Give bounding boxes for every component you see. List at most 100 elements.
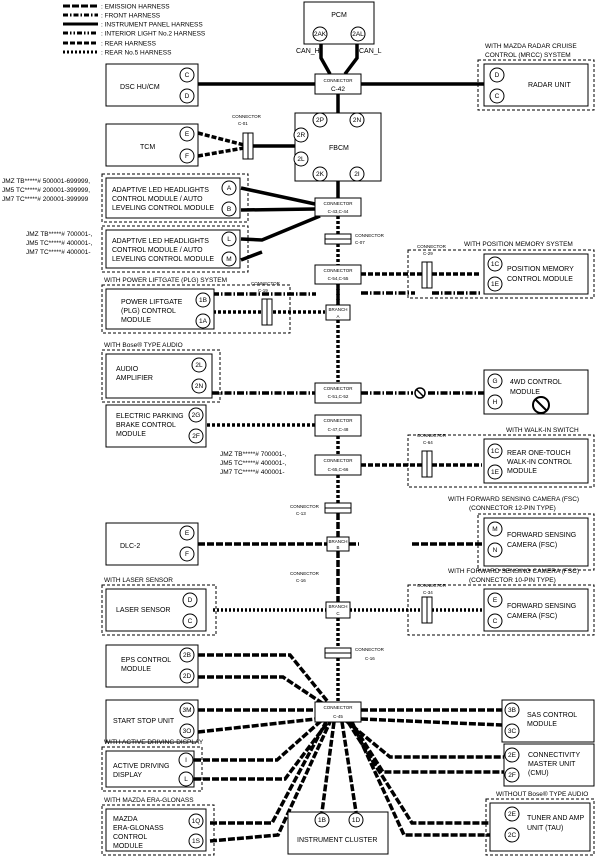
audio-pin-2l: 2L [195, 362, 203, 369]
posmem-l1: POSITION MEMORY [507, 266, 574, 273]
can-h-label: CAN_H [296, 48, 320, 55]
dsc-label: DSC HU/CM [120, 84, 160, 91]
dlc-pin-e: E [185, 530, 190, 537]
epb-pin-2f: 2F [192, 433, 200, 440]
fsc12-l1: FORWARD SENSING [507, 532, 576, 539]
c4748-word: CONNECTOR [324, 418, 354, 423]
walkin-pin-1e: 1E [491, 469, 500, 476]
c4344-label: C-43,C-44 [328, 209, 349, 214]
era-l2: ERA-GLONASS [113, 825, 164, 832]
alh2-l3: LEVELING CONTROL MODULE [112, 256, 214, 263]
alh2-l1: ADAPTIVE LED HEADLIGHTS [112, 238, 209, 245]
wire-cluster [320, 721, 336, 813]
legend-instrument: : INSTRUMENT PANEL HARNESS [101, 22, 203, 29]
plg-pin-1b: 1B [199, 297, 207, 304]
wire-cluster-2 [340, 721, 358, 813]
tau-pin-2e: 2E [508, 811, 517, 818]
vin-c-1: JMZ TB*****# 700001-, [220, 451, 287, 458]
wire-sas-2 [360, 717, 503, 727]
fsc12-cond-1: WITH FORWARD SENSING CAMERA (FSC) [448, 496, 579, 503]
startstop-module: START STOP UNIT 3M 3O [105, 699, 199, 743]
tcm-pin-f: F [185, 153, 189, 160]
c01-label: C-01 [238, 121, 248, 126]
audio-l2: AMPLIFIER [116, 375, 153, 382]
posmem-cond: WITH POSITION MEMORY SYSTEM [464, 241, 573, 248]
fsc12-l2: CAMERA (FSC) [507, 542, 557, 549]
tau-l2: UNIT (TAU) [527, 825, 563, 832]
c34-label: C-34 [423, 590, 433, 595]
alh2-l2: CONTROL MODULE / AUTO [112, 247, 203, 254]
c45-word: CONNECTOR [324, 705, 354, 710]
fbcm-pin-2l: 2L [297, 156, 305, 163]
cmu-pin-2e: 2E [508, 752, 517, 759]
wire-alh2-m [240, 250, 263, 262]
posmem-pin-1c: 1C [491, 261, 500, 268]
era-cond: WITH MAZDA ERA-GLONASS [104, 797, 194, 804]
era-l3: CONTROL [113, 834, 147, 841]
radar-module: WITH MAZDA RADAR CRUISE CONTROL (MRCC) S… [477, 43, 595, 111]
dsc-module: DSC HU/CM C D [105, 63, 199, 107]
alh1-pin-b: B [227, 206, 231, 213]
laser-pin-c: C [188, 618, 193, 625]
dlc-module: DLC-2 E F [105, 522, 199, 566]
vin-a-1: JMZ TB*****# 500001-699999, [2, 178, 90, 185]
startstop-label: START STOP UNIT [113, 718, 175, 725]
alh2-pin-m: M [226, 256, 231, 263]
eps-pin-2d: 2D [183, 673, 192, 680]
add-module: WITH ACTIVE DRIVING DISPLAY ACTIVE DRIVI… [101, 739, 204, 792]
c16b-label: C-16 [365, 656, 375, 661]
wire-tau-2 [350, 721, 502, 837]
alh1-l2: CONTROL MODULE / AUTO [112, 196, 203, 203]
startstop-pin-3m: 3M [182, 707, 191, 714]
walkin-l1: REAR ONE-TOUCH [507, 450, 571, 457]
wire-add-2 [194, 720, 330, 781]
trunk-connectors: CONNECTOR C-42 CONNECTOR C-43,C-44 CONNE… [290, 73, 385, 723]
tcm-pin-e: E [185, 131, 190, 138]
c19-word: CONNECTOR [251, 281, 281, 286]
startstop-pin-3o: 3O [183, 728, 192, 735]
era-module: WITH MAZDA ERA-GLONASS MAZDA ERA-GLONASS… [101, 797, 215, 856]
wire-eps-2 [198, 675, 323, 705]
walkin-l2: WALK-IN CONTROL [507, 459, 572, 466]
epb-l2: BRAKE CONTROL [116, 422, 176, 429]
fbcm-pin-2k: 2K [316, 171, 325, 178]
sas-l2: MODULE [527, 721, 557, 728]
fsc12-module: WITH FORWARD SENSING CAMERA (FSC) (CONNE… [448, 496, 595, 571]
fbcm-pin-2i: 2I [354, 171, 360, 178]
c4344-word: CONNECTOR [324, 201, 354, 206]
audio-cond: WITH Bose® TYPE AUDIO [104, 341, 183, 349]
alh1-l3: LEVELING CONTROL MODULE [112, 205, 214, 212]
c6566-label: C-65,C-66 [328, 467, 349, 472]
alh1-module: ADAPTIVE LED HEADLIGHTS CONTROL MODULE /… [101, 173, 249, 223]
posmem-l2: CONTROL MODULE [507, 276, 573, 283]
fbcm-module: FBCM 2P 2N 2R 2L 2K 2I [293, 112, 382, 182]
c29-word: CONNECTOR [417, 244, 447, 249]
eps-pin-2b: 2B [183, 652, 191, 659]
add-cond: WITH ACTIVE DRIVING DISPLAY [104, 739, 204, 746]
epb-module: ELECTRIC PARKING BRAKE CONTROL MODULE 2G… [105, 404, 207, 448]
wires [194, 42, 504, 843]
fsc12-pin-n: N [493, 547, 498, 554]
branch-b-word: BRANCH [328, 539, 347, 544]
pcm-pin-2ak: 2AK [314, 31, 327, 38]
walkin-pin-1c: 1C [491, 448, 500, 455]
sas-module: SAS CONTROL MODULE 3B 3C [501, 699, 595, 743]
branch-c-word: BRANCH [328, 604, 347, 609]
wire-tcm-e [197, 131, 245, 147]
fsc10-cond-1: WITH FORWARD SENSING CAMERA (FSC) [448, 568, 579, 575]
plg-l3: MODULE [121, 317, 151, 324]
pcm-pin-2al: 2AL [352, 31, 364, 38]
laser-module: WITH LASER SENSOR LASER SENSOR D C [101, 577, 217, 636]
dsc-pin-d: D [185, 93, 190, 100]
vin-b-2: JM5 TC*****# 400001-, [26, 240, 93, 247]
cluster-pin-1b: 1B [318, 817, 326, 824]
c5152-word: CONNECTOR [324, 386, 354, 391]
c5152-label: C-51,C-52 [328, 394, 349, 399]
pcm-label: PCM [331, 12, 347, 19]
c01-word: CONNECTOR [232, 114, 262, 119]
fourwd-pin-h: H [493, 399, 498, 406]
vin-c-3: JM7 TC*****# 400001- [220, 469, 285, 476]
sas-l1: SAS CONTROL [527, 712, 577, 719]
cluster-pin-1d: 1D [352, 817, 361, 824]
c42-label: C-42 [331, 86, 345, 93]
